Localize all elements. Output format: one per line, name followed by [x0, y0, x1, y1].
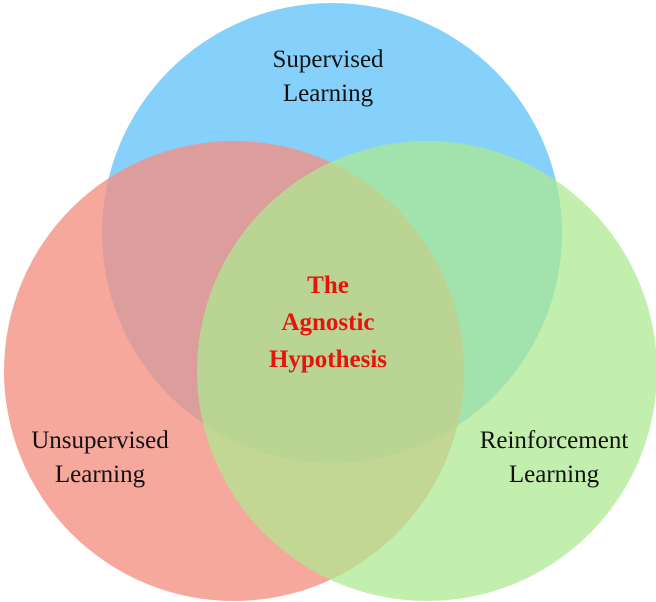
center-line: Agnostic: [281, 309, 375, 336]
circle-reinforcement: [197, 141, 656, 601]
label-line: Learning: [508, 461, 600, 488]
center-line: Hypothesis: [268, 346, 388, 373]
label-reinforcement-learning: Reinforcement Learning: [452, 424, 656, 492]
label-line: Unsupervised: [31, 427, 169, 454]
center-line: The: [307, 272, 349, 299]
label-unsupervised-learning: Unsupervised Learning: [0, 424, 200, 492]
label-line: Reinforcement: [479, 427, 629, 454]
label-supervised-learning: Supervised Learning: [228, 43, 428, 111]
label-line: Supervised: [272, 46, 384, 73]
label-agnostic-hypothesis: The Agnostic Hypothesis: [228, 267, 428, 378]
label-line: Learning: [282, 80, 374, 107]
label-line: Learning: [54, 461, 146, 488]
